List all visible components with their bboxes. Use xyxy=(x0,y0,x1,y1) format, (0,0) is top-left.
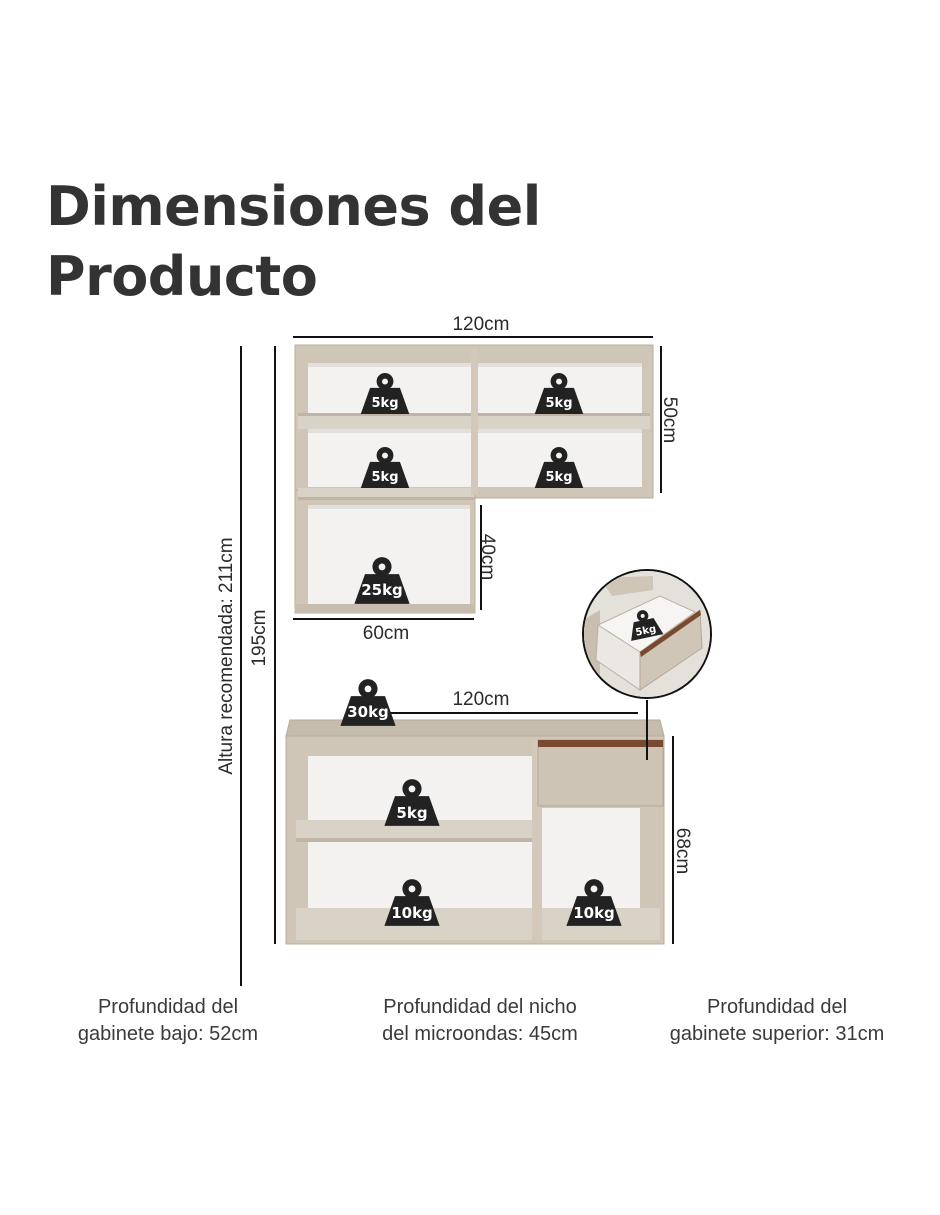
lower-width-label: 120cm xyxy=(452,689,509,710)
upper-depth-line-2: gabinete superior: 31cm xyxy=(669,1023,885,1045)
total-height-label: 195cm xyxy=(249,609,270,666)
drawer-detail-callout: 5kg xyxy=(582,569,712,760)
weight-label: 10kg xyxy=(573,904,615,922)
lower-height-label: 68cm xyxy=(672,828,693,874)
weight-label: 5kg xyxy=(372,396,399,411)
lower-depth-note: Profundidad del gabinete bajo: 52cm xyxy=(58,994,278,1048)
niche-height-label: 40cm xyxy=(477,534,498,580)
weight-label: 5kg xyxy=(396,804,427,822)
upper-depth-line-1: Profundidad del xyxy=(706,996,848,1018)
weight-lower-bottom-left: 10kg xyxy=(384,879,440,926)
upper-height-label: 50cm xyxy=(659,397,680,443)
weight-upper-top-left: 5kg xyxy=(360,372,410,415)
title-line-2: Producto xyxy=(46,245,318,308)
niche-width-label: 60cm xyxy=(363,623,409,644)
upper-width-label: 120cm xyxy=(452,314,509,335)
weight-label: 10kg xyxy=(391,904,433,922)
microwave-depth-note: Profundidad del nicho del microondas: 45… xyxy=(360,994,600,1048)
recommended-height-label: Altura recomendada: 211cm xyxy=(216,537,237,774)
lower-depth-line-1: Profundidad del xyxy=(97,996,239,1018)
weight-label: 30kg xyxy=(347,703,389,721)
weight-countertop: 30kg xyxy=(340,679,396,726)
dimension-lines xyxy=(240,336,674,986)
weight-label: 25kg xyxy=(361,581,403,599)
title-line-1: Dimensiones del xyxy=(46,175,541,238)
microwave-depth-line-2: del microondas: 45cm xyxy=(382,1023,578,1045)
weight-upper-top-right: 5kg xyxy=(534,372,584,415)
upper-depth-note: Profundidad del gabinete superior: 31cm xyxy=(652,994,902,1048)
weight-lower-shelf: 5kg xyxy=(384,779,440,826)
lower-depth-line-2: gabinete bajo: 52cm xyxy=(77,1023,259,1045)
weight-upper-mid-left: 5kg xyxy=(360,446,410,489)
weight-label: 5kg xyxy=(635,624,658,639)
weight-lower-bottom-right: 10kg xyxy=(566,879,622,926)
weight-label: 5kg xyxy=(546,470,573,485)
page-title: Dimensiones del Producto xyxy=(46,172,541,312)
weight-label: 5kg xyxy=(372,470,399,485)
weight-label: 5kg xyxy=(546,396,573,411)
weight-upper-mid-right: 5kg xyxy=(534,446,584,489)
microwave-depth-line-1: Profundidad del nicho xyxy=(383,996,577,1018)
weight-niche: 25kg xyxy=(354,557,410,604)
upper-cabinet xyxy=(294,344,654,614)
